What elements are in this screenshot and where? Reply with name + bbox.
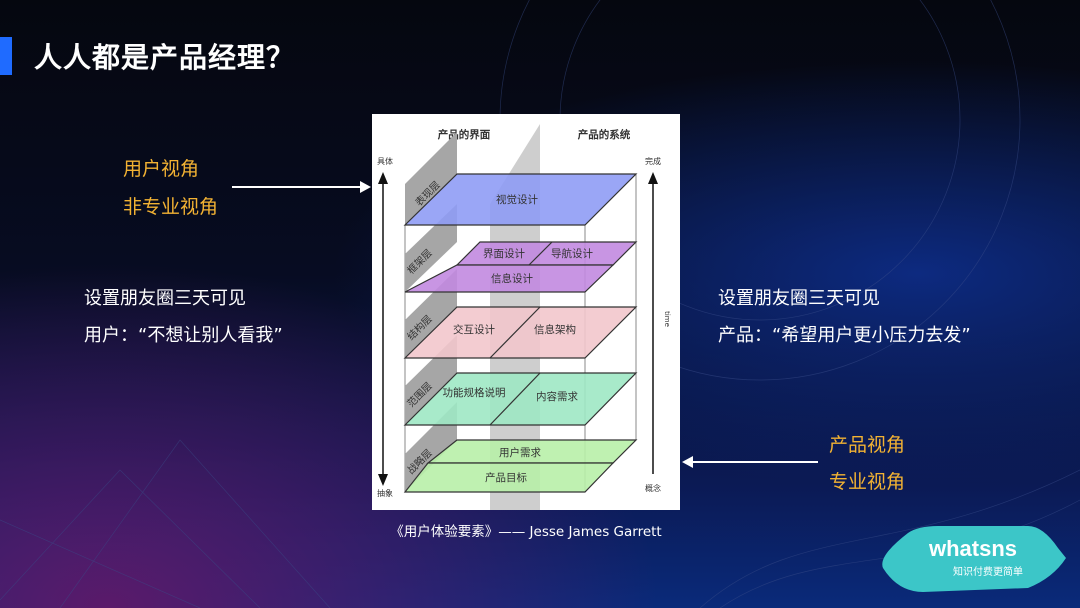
left-example-line2: 用户：“不想让别人看我” bbox=[84, 325, 283, 346]
layer-strategy-bottom bbox=[403, 462, 615, 493]
right-example-line2: 产品：“希望用户更小压力去发” bbox=[718, 325, 971, 346]
logo-name: whatsns bbox=[928, 536, 1017, 561]
axis-time: time bbox=[663, 311, 671, 327]
header-interface: 产品的界面 bbox=[438, 128, 491, 141]
arrow-left-icon bbox=[682, 456, 693, 468]
item-content-requirements: 内容需求 bbox=[536, 390, 578, 403]
axis-abstract: 抽象 bbox=[377, 488, 393, 498]
layer-surface bbox=[403, 173, 638, 226]
item-functional-spec: 功能规格说明 bbox=[443, 386, 506, 399]
diagram-caption: 《用户体验要素》—— Jesse James Garrett bbox=[390, 524, 662, 540]
user-perspective-label: 用户视角 bbox=[123, 158, 200, 180]
layer-scope bbox=[403, 372, 638, 426]
non-professional-label: 非专业视角 bbox=[123, 196, 219, 218]
title-accent-bar bbox=[0, 37, 12, 75]
item-interaction-design: 交互设计 bbox=[453, 323, 495, 336]
whatsns-logo: whatsns 知识付费更简单 bbox=[878, 518, 1068, 598]
arrow-right-line bbox=[232, 186, 362, 188]
header-system: 产品的系统 bbox=[578, 128, 631, 141]
axis-concrete: 具体 bbox=[377, 156, 393, 166]
item-navigation-design: 导航设计 bbox=[551, 247, 593, 260]
professional-label: 专业视角 bbox=[829, 471, 906, 493]
right-example-line1: 设置朋友圈三天可见 bbox=[718, 288, 880, 309]
product-perspective-label: 产品视角 bbox=[829, 434, 906, 456]
item-interface-design: 界面设计 bbox=[483, 247, 525, 260]
arrow-left-line bbox=[692, 461, 818, 463]
item-information-architecture: 信息架构 bbox=[534, 323, 576, 336]
right-axis-arrow bbox=[648, 172, 658, 184]
item-user-needs: 用户需求 bbox=[499, 446, 541, 459]
ux-elements-diagram: 产品的界面 产品的系统 具体 抽象 完成 概念 time 表现层 框架层 结构层… bbox=[372, 114, 680, 510]
axis-concept: 概念 bbox=[645, 483, 661, 493]
layer-structure bbox=[403, 306, 638, 359]
axis-complete: 完成 bbox=[645, 156, 661, 166]
item-information-design: 信息设计 bbox=[491, 272, 533, 285]
layer-skeleton-bottom bbox=[404, 264, 615, 293]
item-visual-design: 视觉设计 bbox=[496, 193, 538, 206]
arrow-right-icon bbox=[360, 181, 371, 193]
left-example-line1: 设置朋友圈三天可见 bbox=[84, 288, 246, 309]
page-title: 人人都是产品经理？ bbox=[34, 41, 296, 74]
logo-tagline: 知识付费更简单 bbox=[953, 565, 1023, 578]
item-product-objectives: 产品目标 bbox=[485, 471, 527, 484]
